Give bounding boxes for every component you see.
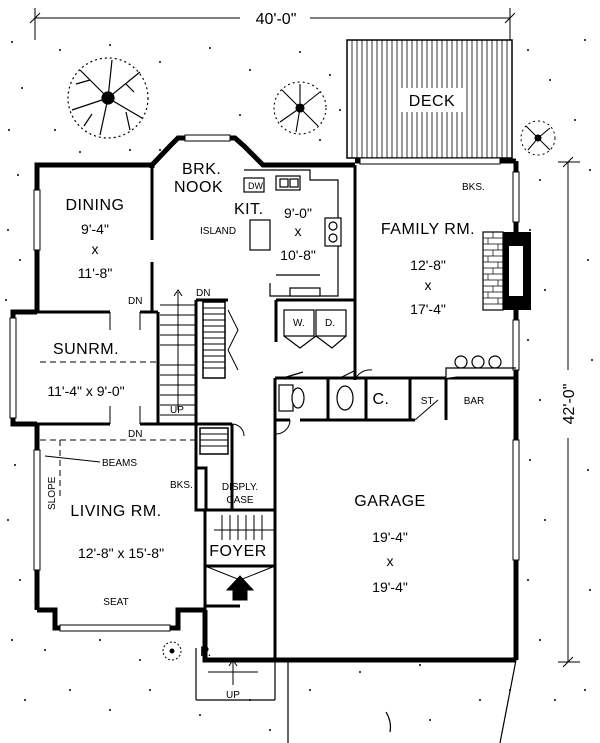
garage-dim-2: 19'-4" [372,579,408,595]
stairs [160,289,275,685]
depth-dim-bg [558,370,578,438]
family-dim-1: 12'-8" [410,257,446,273]
beams-leader [44,455,101,463]
deck-label: DECK [409,93,455,110]
closet-label: C. [373,391,390,408]
kitchen-dim-2: 10'-8" [280,247,316,263]
living-room-label: LIVING RM. [70,503,161,520]
overall-width-label: 40'-0" [256,11,297,28]
family-bks-label: BKS. [462,182,485,193]
garage-label: GARAGE [354,493,425,510]
entry-porch [195,648,517,743]
family-room-label: FAMILY RM. [381,221,475,238]
display-case-label-1: DISPLY. [222,482,258,493]
living-dims: 12'-8" x 15'-8" [78,545,164,561]
dining-label: DINING [66,197,125,214]
bar-label: BAR [464,396,485,407]
kitchen-dim-1: 9'-0" [284,205,312,221]
storage-label: ST. [421,396,435,407]
garage-dim-x: x [387,553,394,569]
beams-label: BEAMS [102,458,137,469]
stair-dn-label-1: DN [128,296,142,307]
tree-medium-icon [273,81,327,135]
site-speckles [5,39,593,731]
laundry-fixtures [283,309,347,349]
porch-label: P. [200,643,211,659]
kitchen-label: KIT. [234,201,264,218]
seat-label: SEAT [103,597,128,608]
fireplace [482,231,531,311]
display-case-label-2: CASE [226,495,254,506]
powder-room-fixtures [278,369,357,412]
brk-nook-label-2: NOOK [174,179,223,196]
sunroom-dims: 11'-4" x 9'-0" [47,383,124,399]
bar-fixtures [445,355,516,378]
stair-dn-label-3: DN [128,429,142,440]
stair-dn-label-2: DN [196,288,210,299]
kitchen-counters [243,169,342,297]
living-bks-label: BKS. [170,480,193,491]
dishwasher-label: DW [248,181,263,191]
stair-up-label-2: UP [226,690,240,701]
washer-label: W. [293,318,305,329]
tree-right-icon [520,120,556,156]
island-label: ISLAND [200,226,236,237]
brk-nook-label-1: BRK. [182,161,221,178]
interior-walls [37,165,516,660]
width-dim-bg [240,8,310,28]
dryer-label: D. [325,318,335,329]
living-beams [40,361,196,500]
dining-dim-x: x [92,241,99,257]
stair-up-label-1: UP [170,405,184,416]
sunroom-label: SUNRM. [53,341,119,358]
windows [9,134,520,632]
garage-dim-1: 19'-4" [372,529,408,545]
doors [109,312,439,601]
kitchen-dim-x: x [295,223,302,239]
foyer-label: FOYER [209,543,267,560]
dining-dim-2: 11'-8" [78,265,113,281]
family-dim-x: x [425,277,432,293]
overall-depth-label: 42'-0" [561,384,578,425]
slope-label: SLOPE [47,476,58,510]
deck-area [346,39,513,159]
tree-large-icon [67,57,149,139]
shrub-left-icon [162,641,182,661]
family-dim-2: 17'-4" [410,301,446,317]
dining-dim-1: 9'-4" [81,221,109,237]
